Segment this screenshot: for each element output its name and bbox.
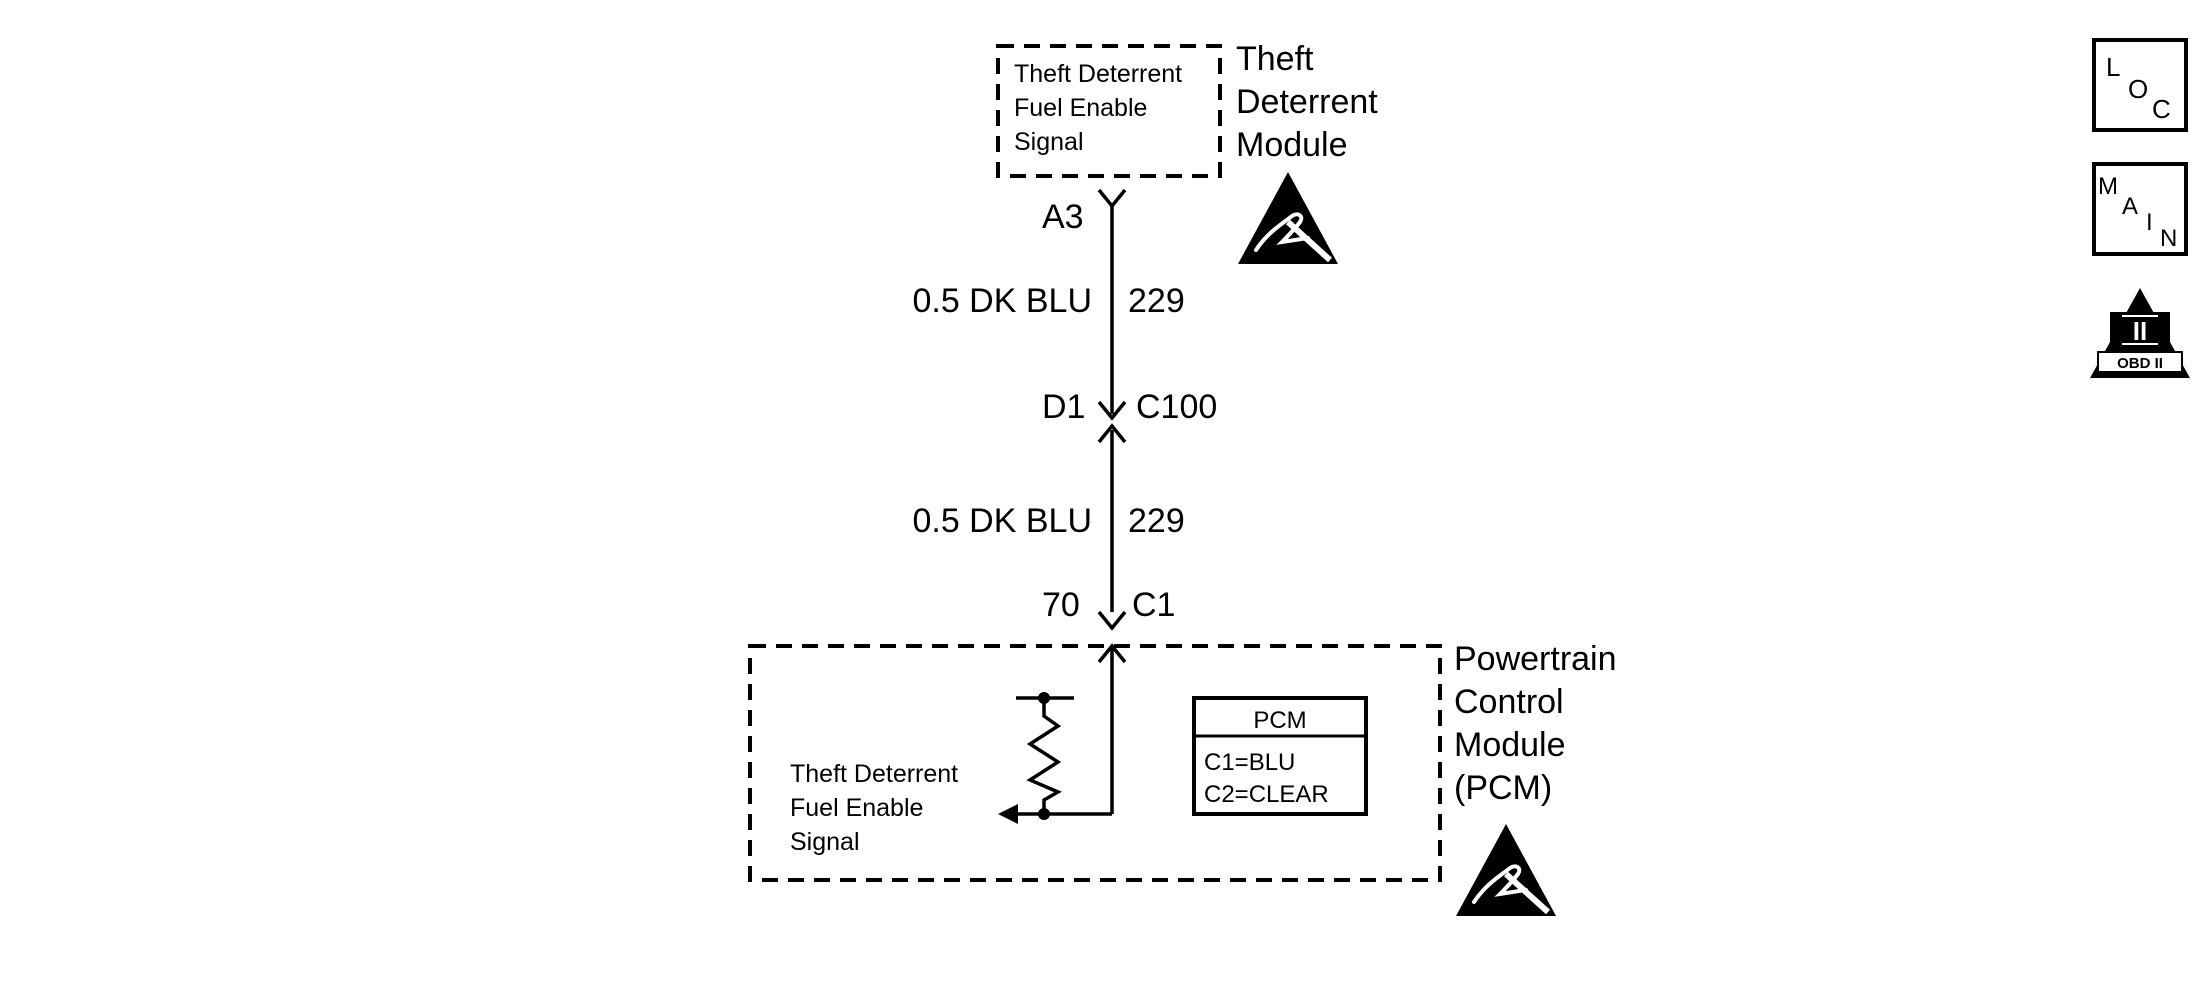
esd-sensitive-icon [1238, 172, 1338, 264]
pcm-name-4: (PCM) [1454, 769, 1552, 807]
loc-letter-c: C [2152, 94, 2171, 124]
loc-letter-l: L [2106, 52, 2120, 82]
lower-wire-color-label: 0.5 DK BLU [912, 502, 1092, 540]
pin-70-label: 70 [1042, 586, 1080, 624]
connector-c100-label: C100 [1136, 388, 1217, 426]
theft-module-dashed-box [996, 44, 1222, 178]
pcm-terminal [1097, 643, 1127, 664]
pcm-name-2: Control [1454, 683, 1564, 721]
pin-a3-female-terminal [1097, 188, 1127, 209]
theft-deterrent-module: Theft Deterrent Fuel Enable Signal Theft… [996, 40, 1378, 264]
pcm-name-3: Module [1454, 726, 1566, 764]
theft-module-name-1: Theft [1236, 40, 1314, 78]
theft-module-name-2: Deterrent [1236, 83, 1378, 121]
upper-wire-circuit-label: 229 [1128, 282, 1185, 320]
pcm-dashed-box [748, 644, 1442, 882]
loc-button[interactable]: L O C [2092, 38, 2188, 132]
main-letter-i: I [2146, 209, 2153, 236]
pcm-legend-line-1: C1=BLU [1204, 749, 1295, 776]
theft-box-line-2: Fuel Enable [1014, 94, 1147, 122]
pcm-signal-line-1: Theft Deterrent [790, 760, 958, 788]
theft-box-line-1: Theft Deterrent [1014, 60, 1182, 88]
main-letter-a: A [2122, 193, 2138, 220]
pin-d1-label: D1 [1042, 388, 1085, 426]
pin-a3-label: A3 [1042, 198, 1084, 236]
pcm-connector-legend: PCM C1=BLU C2=CLEAR [1192, 696, 1368, 816]
pcm-signal-line-3: Signal [790, 828, 860, 856]
pcm-name-1: Powertrain [1454, 640, 1617, 678]
connector-c1-label: C1 [1132, 586, 1175, 624]
pcm-legend-title: PCM [1253, 707, 1306, 734]
esd-sensitive-icon [1456, 824, 1556, 916]
upper-wire-color-label: 0.5 DK BLU [912, 282, 1092, 320]
theft-box-line-3: Signal [1014, 128, 1084, 156]
theft-module-name-3: Module [1236, 126, 1348, 164]
connector-c100-symbol [1097, 400, 1127, 444]
connector-c1-symbol [1097, 610, 1127, 631]
obd-label: OBD II [2117, 355, 2163, 372]
main-letter-n: N [2160, 225, 2177, 252]
main-letter-m: M [2098, 173, 2118, 200]
obd-numeral: II [2133, 316, 2147, 346]
loc-letter-o: O [2128, 74, 2148, 104]
pcm-legend-line-2: C2=CLEAR [1204, 781, 1329, 808]
main-button[interactable]: M A I N [2092, 162, 2188, 256]
pcm-signal-line-2: Fuel Enable [790, 794, 923, 822]
powertrain-control-module: Theft Deterrent Fuel Enable Signal PCM C… [748, 640, 1617, 916]
pull-up-resistor-symbol [998, 692, 1074, 824]
lower-wire-circuit-label: 229 [1128, 502, 1185, 540]
obd-ii-button[interactable]: II OBD II [2090, 288, 2190, 378]
